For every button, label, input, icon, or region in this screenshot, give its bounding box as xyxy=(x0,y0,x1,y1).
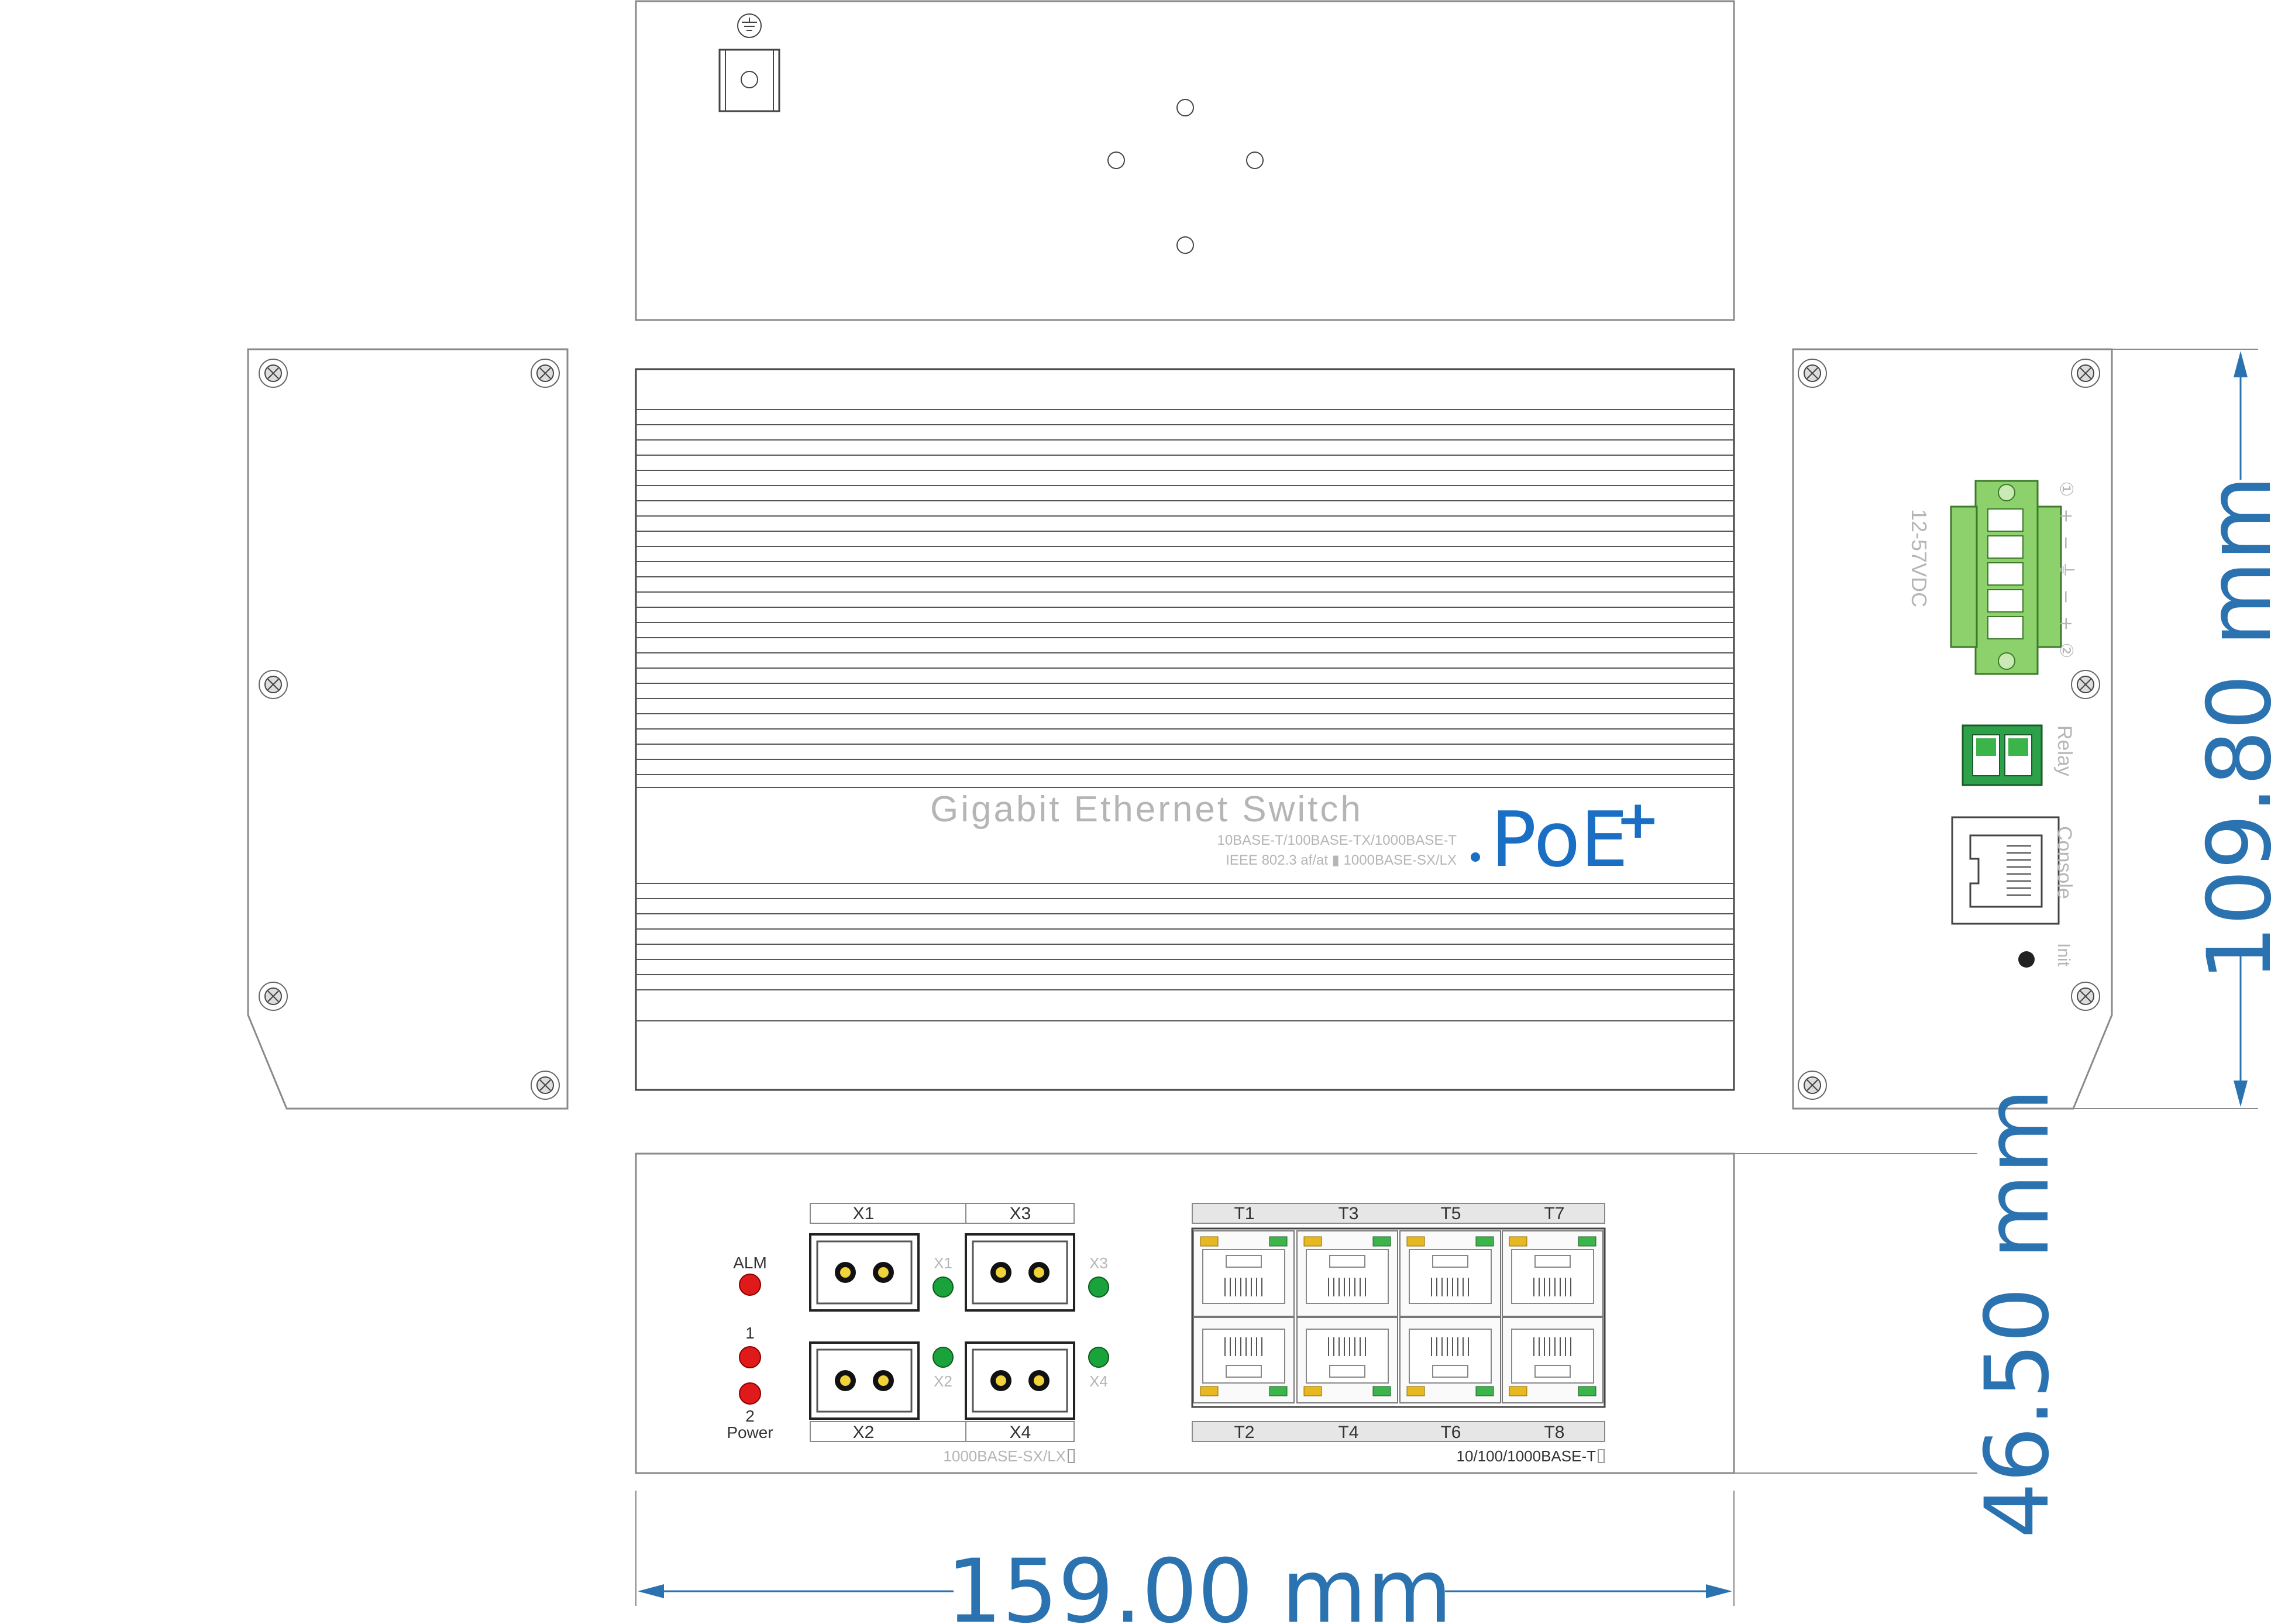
screw-icon xyxy=(259,982,288,1011)
fiber-led-label-0: X1 xyxy=(934,1254,952,1272)
power2-led xyxy=(739,1382,761,1405)
terminal-mark-3: ⏚ xyxy=(2056,561,2076,579)
front-panel-view: ALM 1 2 Power X1 X3 X2 X4 X1 X3 X2 X4 10… xyxy=(635,1152,1735,1474)
copper-top-label-3: T7 xyxy=(1544,1204,1564,1223)
voltage-label: 12-57VDC xyxy=(1907,509,1931,607)
fiber-led-x2 xyxy=(933,1347,954,1368)
relay-label: Relay xyxy=(2053,725,2076,776)
console-label: Console xyxy=(2053,826,2076,899)
right-side-view: 12-57VDC ① + − ⏚ − + ② Relay Console Init xyxy=(1792,348,2113,1110)
terminal-slot xyxy=(1987,535,2024,559)
init-button[interactable] xyxy=(2018,951,2035,968)
depth-dimension: 46.50 mm xyxy=(1734,1088,2069,1539)
rj45-port xyxy=(1502,1230,1604,1317)
rj45-port xyxy=(1399,1317,1501,1403)
left-side-view xyxy=(247,348,569,1110)
sfp-cage xyxy=(809,1341,920,1420)
copper-bottom-label-0: T2 xyxy=(1234,1423,1254,1442)
rj45-port xyxy=(1193,1230,1295,1317)
screw-icon xyxy=(2071,982,2100,1011)
copper-top-label-1: T3 xyxy=(1338,1204,1358,1223)
screw-icon xyxy=(531,1071,560,1100)
relay-terminal xyxy=(1962,724,2043,786)
fiber-ports: X1 X3 X2 X4 X1 X3 X2 X4 1000BASE-SX/LX xyxy=(809,1203,1109,1465)
power-label: Power xyxy=(727,1423,773,1441)
power2-label: 2 xyxy=(745,1407,755,1425)
fiber-led-x3 xyxy=(1088,1277,1109,1298)
alm-led xyxy=(739,1274,761,1296)
rj45-port xyxy=(1193,1317,1295,1403)
fiber-led-x4 xyxy=(1088,1347,1109,1368)
heatsink-top-view: Gigabit Ethernet Switch 10BASE-T/100BASE… xyxy=(635,368,1735,1091)
fiber-led-label-3: X4 xyxy=(1089,1372,1108,1390)
ground-icon xyxy=(737,13,762,38)
terminal-mark-2: − xyxy=(2056,535,2076,550)
height-value: 109.80 mm xyxy=(2189,476,2271,982)
copper-top-label-2: T5 xyxy=(1440,1204,1461,1223)
terminal-mark-1: + xyxy=(2056,508,2076,523)
rj45-port xyxy=(1296,1230,1398,1317)
poe-plus: + xyxy=(1616,789,1660,851)
power-terminal-block xyxy=(1950,480,2062,675)
fiber-led-label-1: X3 xyxy=(1089,1254,1108,1272)
copper-ports: T1 T3 T5 T7 T2 T4 T6 T8 10/100/1000BASE-T xyxy=(1191,1203,1606,1465)
screw-icon xyxy=(2071,670,2100,699)
width-dimension: 159.00 mm xyxy=(635,1491,1735,1624)
init-label: Init xyxy=(2054,943,2073,967)
top-mounting-view xyxy=(635,0,1735,321)
sfp-cage xyxy=(965,1233,1075,1312)
terminal-mark-6: ② xyxy=(2056,643,2076,659)
depth-value: 46.50 mm xyxy=(1967,1088,2069,1538)
rj45-port xyxy=(1296,1317,1398,1403)
copper-caption: 10/100/1000BASE-T xyxy=(1457,1447,1596,1465)
rj45-port xyxy=(1399,1230,1501,1317)
width-value: 159.00 mm xyxy=(947,1541,1453,1624)
mount-hole xyxy=(1246,152,1264,169)
screw-icon xyxy=(259,359,288,388)
fiber-led-label-2: X2 xyxy=(934,1372,952,1390)
screw-icon xyxy=(1798,359,1827,388)
copper-bottom-bar xyxy=(1192,1421,1605,1442)
fiber-caption: 1000BASE-SX/LX xyxy=(943,1447,1066,1465)
terminal-mark-0: ① xyxy=(2056,481,2076,497)
poe-logo: PoE xyxy=(1491,795,1628,884)
sfp-cage xyxy=(965,1341,1075,1420)
copper-bottom-label-2: T6 xyxy=(1440,1423,1461,1442)
copper-bottom-label-3: T8 xyxy=(1544,1423,1564,1442)
fiber-bottom-label-1: X4 xyxy=(1010,1423,1031,1442)
copper-top-label-0: T1 xyxy=(1234,1204,1254,1223)
copper-bottom-label-1: T4 xyxy=(1338,1423,1358,1442)
terminal-slot xyxy=(1987,508,2024,532)
rj45-port xyxy=(1502,1317,1604,1403)
console-port xyxy=(1951,816,2060,925)
terminal-slot xyxy=(1987,616,2024,639)
screw-icon xyxy=(531,359,560,388)
poe-dot xyxy=(1471,852,1480,862)
power1-label: 1 xyxy=(745,1324,755,1342)
mount-hole xyxy=(1107,152,1125,169)
fiber-bottom-label-0: X2 xyxy=(853,1423,875,1442)
fiber-top-label-0: X1 xyxy=(853,1204,875,1223)
copper-top-bar xyxy=(1192,1203,1605,1224)
terminal-slot xyxy=(1987,562,2024,586)
product-name: Gigabit Ethernet Switch xyxy=(930,789,1363,830)
terminal-slot xyxy=(1987,589,2024,613)
height-dimension: 109.80 mm xyxy=(2071,349,2271,1109)
screw-icon xyxy=(2071,359,2100,388)
terminal-mark-4: − xyxy=(2056,589,2076,604)
spec-line-1: 10BASE-T/100BASE-TX/1000BASE-T xyxy=(1217,832,1457,848)
screw-icon xyxy=(259,670,288,699)
screw-icon xyxy=(1798,1071,1827,1100)
fiber-top-label-1: X3 xyxy=(1010,1204,1031,1223)
spec-line-2: IEEE 802.3 af/at ▮ 1000BASE-SX/LX xyxy=(1226,852,1457,868)
fiber-led-x1 xyxy=(933,1277,954,1298)
mount-hole xyxy=(1176,99,1194,116)
alm-label: ALM xyxy=(733,1254,767,1272)
mount-hole xyxy=(1176,236,1194,254)
sfp-cage xyxy=(809,1233,920,1312)
power1-led xyxy=(739,1346,761,1368)
terminal-mark-5: + xyxy=(2056,616,2076,631)
